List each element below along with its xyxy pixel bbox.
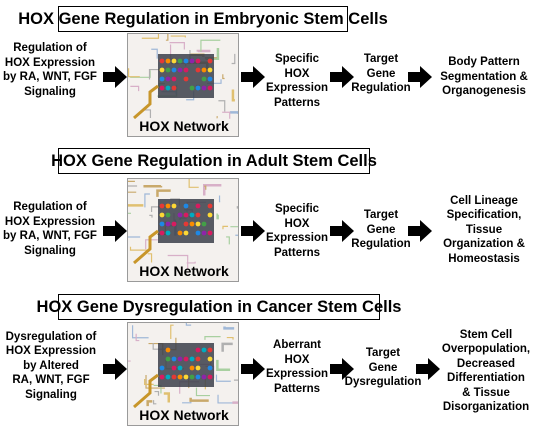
text-line: Cell Lineage <box>450 194 518 207</box>
right-arrow-icon <box>103 220 127 242</box>
circuit-traces <box>128 323 238 409</box>
text-line: Signaling <box>24 85 76 98</box>
text-line: Specific <box>274 203 320 215</box>
text-line: HOX <box>284 353 310 366</box>
text-line: Gene <box>366 223 396 236</box>
panel-embryonic: HOX Gene Regulation in Embryonic Stem Ce… <box>0 0 536 142</box>
right-arrow-icon <box>330 66 354 88</box>
text-line: Specific <box>274 53 320 65</box>
text-line: Target <box>363 209 399 222</box>
text-line: Target <box>363 53 399 66</box>
right-arrow-icon <box>330 220 354 242</box>
text-line: Organization & <box>443 238 525 251</box>
text-line: Differentiation <box>447 372 525 384</box>
network-label: HOX Network <box>139 407 229 423</box>
text-line: Organogenesis <box>442 85 526 98</box>
text-line: Gene <box>366 67 396 80</box>
right-arrow-icon <box>241 358 265 380</box>
text-line: Decreased <box>456 357 516 370</box>
circuit-traces <box>128 179 238 270</box>
text-line: Expression <box>266 368 328 380</box>
right-arrow-icon <box>408 66 432 88</box>
text-line: HOX Expression <box>4 56 96 69</box>
hox-network-image: HOX Network <box>127 33 239 137</box>
text-line: Regulation <box>351 238 411 251</box>
text-line: HOX <box>284 217 310 230</box>
panel-cancer: HOX Gene Dysregulation in Cancer Stem Ce… <box>0 288 536 430</box>
text-line: & Tissue <box>462 386 510 399</box>
text-line: Patterns <box>273 96 321 109</box>
right-arrow-icon <box>416 358 440 380</box>
text-line: by Altered <box>23 359 79 372</box>
text-line: Patterns <box>273 382 321 395</box>
circuit-traces <box>128 34 238 120</box>
network-label: HOX Network <box>139 263 229 279</box>
text-line: Dysregulation <box>344 376 422 389</box>
text-line: by RA, WNT, FGF <box>3 71 97 83</box>
panel-adult: HOX Gene Regulation in Adult Stem Cells … <box>0 144 536 286</box>
network-label: HOX Network <box>139 118 229 134</box>
text-line: HOX Expression <box>4 215 96 228</box>
text-line: Expression <box>266 232 328 244</box>
text-line: Regulation of <box>13 201 87 213</box>
text-line: Body Pattern <box>448 56 520 69</box>
text-line: HOX Expression <box>5 345 97 358</box>
text-line: Overpopulation, <box>441 343 531 355</box>
text-line: Expression <box>266 82 328 94</box>
text-line: Gene <box>368 361 398 374</box>
text-line: Target <box>365 347 401 360</box>
text-line: Regulation of <box>13 42 87 54</box>
text-line: Dysregulation of <box>5 330 97 343</box>
right-arrow-icon <box>241 66 265 88</box>
panel-title: HOX Gene Dysregulation in Cancer Stem Ce… <box>37 294 401 320</box>
panel-title: HOX Gene Regulation in Adult Stem Cells <box>51 148 377 174</box>
text-line: Aberrant <box>273 339 321 351</box>
text-line: HOX <box>284 67 310 80</box>
text-line: Homeostasis <box>448 252 520 265</box>
text-line: Signaling <box>24 244 76 257</box>
panel-title: HOX Gene Regulation in Embryonic Stem Ce… <box>18 6 388 32</box>
hox-network-image: HOX Network <box>127 178 239 282</box>
right-arrow-icon <box>241 220 265 242</box>
text-line: Segmentation & <box>440 70 528 83</box>
right-arrow-icon <box>103 66 127 88</box>
input-text: Regulation of HOX Expression by RA, WNT, F… <box>0 192 100 266</box>
text-line: Stem Cell <box>459 328 513 341</box>
input-text: Regulation of HOX Expression by RA, WNT, F… <box>0 40 100 100</box>
text-line: RA, WNT, FGF <box>12 374 90 387</box>
hox-network-image: HOX Network <box>127 322 239 426</box>
text-line: Patterns <box>273 246 321 259</box>
text-line: Signaling <box>25 388 77 401</box>
text-line: Tissue <box>465 223 503 236</box>
text-line: by RA, WNT, FGF <box>3 230 97 242</box>
right-arrow-icon <box>408 220 432 242</box>
right-arrow-icon <box>330 358 354 380</box>
text-line: Specification, <box>446 209 522 222</box>
right-arrow-icon <box>103 358 127 380</box>
text-line: Regulation <box>351 82 411 95</box>
text-line: Disorganization <box>442 401 530 413</box>
